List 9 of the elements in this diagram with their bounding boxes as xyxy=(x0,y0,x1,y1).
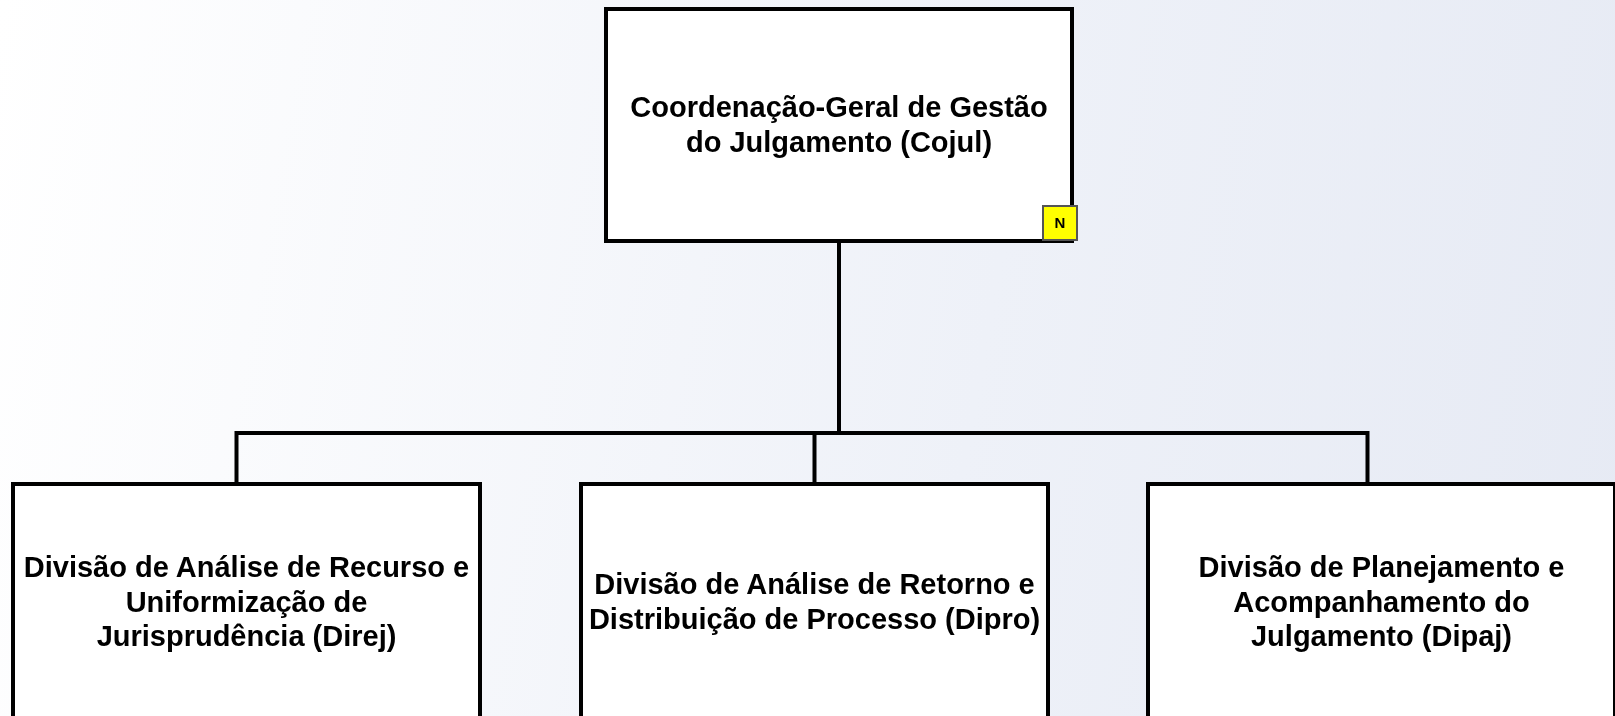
org-box xyxy=(11,482,482,716)
badge xyxy=(1042,205,1078,241)
box-label: Divisão de Planejamento e Acompanhamento do Julgamento (Dipaj) xyxy=(1197,549,1566,655)
box-label: Divisão de Análise de Recurso e Uniformização de Jurisprudência (Direj) xyxy=(22,549,471,655)
box-label: Coordenação-Geral de Gestão do Julgamento (Cojul) xyxy=(629,90,1049,160)
box-label: N xyxy=(1054,214,1066,232)
box-label: Divisão de Análise de Retorno e Distribuição de Processo (Dipro) xyxy=(587,567,1042,637)
org-box xyxy=(1146,482,1615,716)
org-box xyxy=(579,482,1050,716)
